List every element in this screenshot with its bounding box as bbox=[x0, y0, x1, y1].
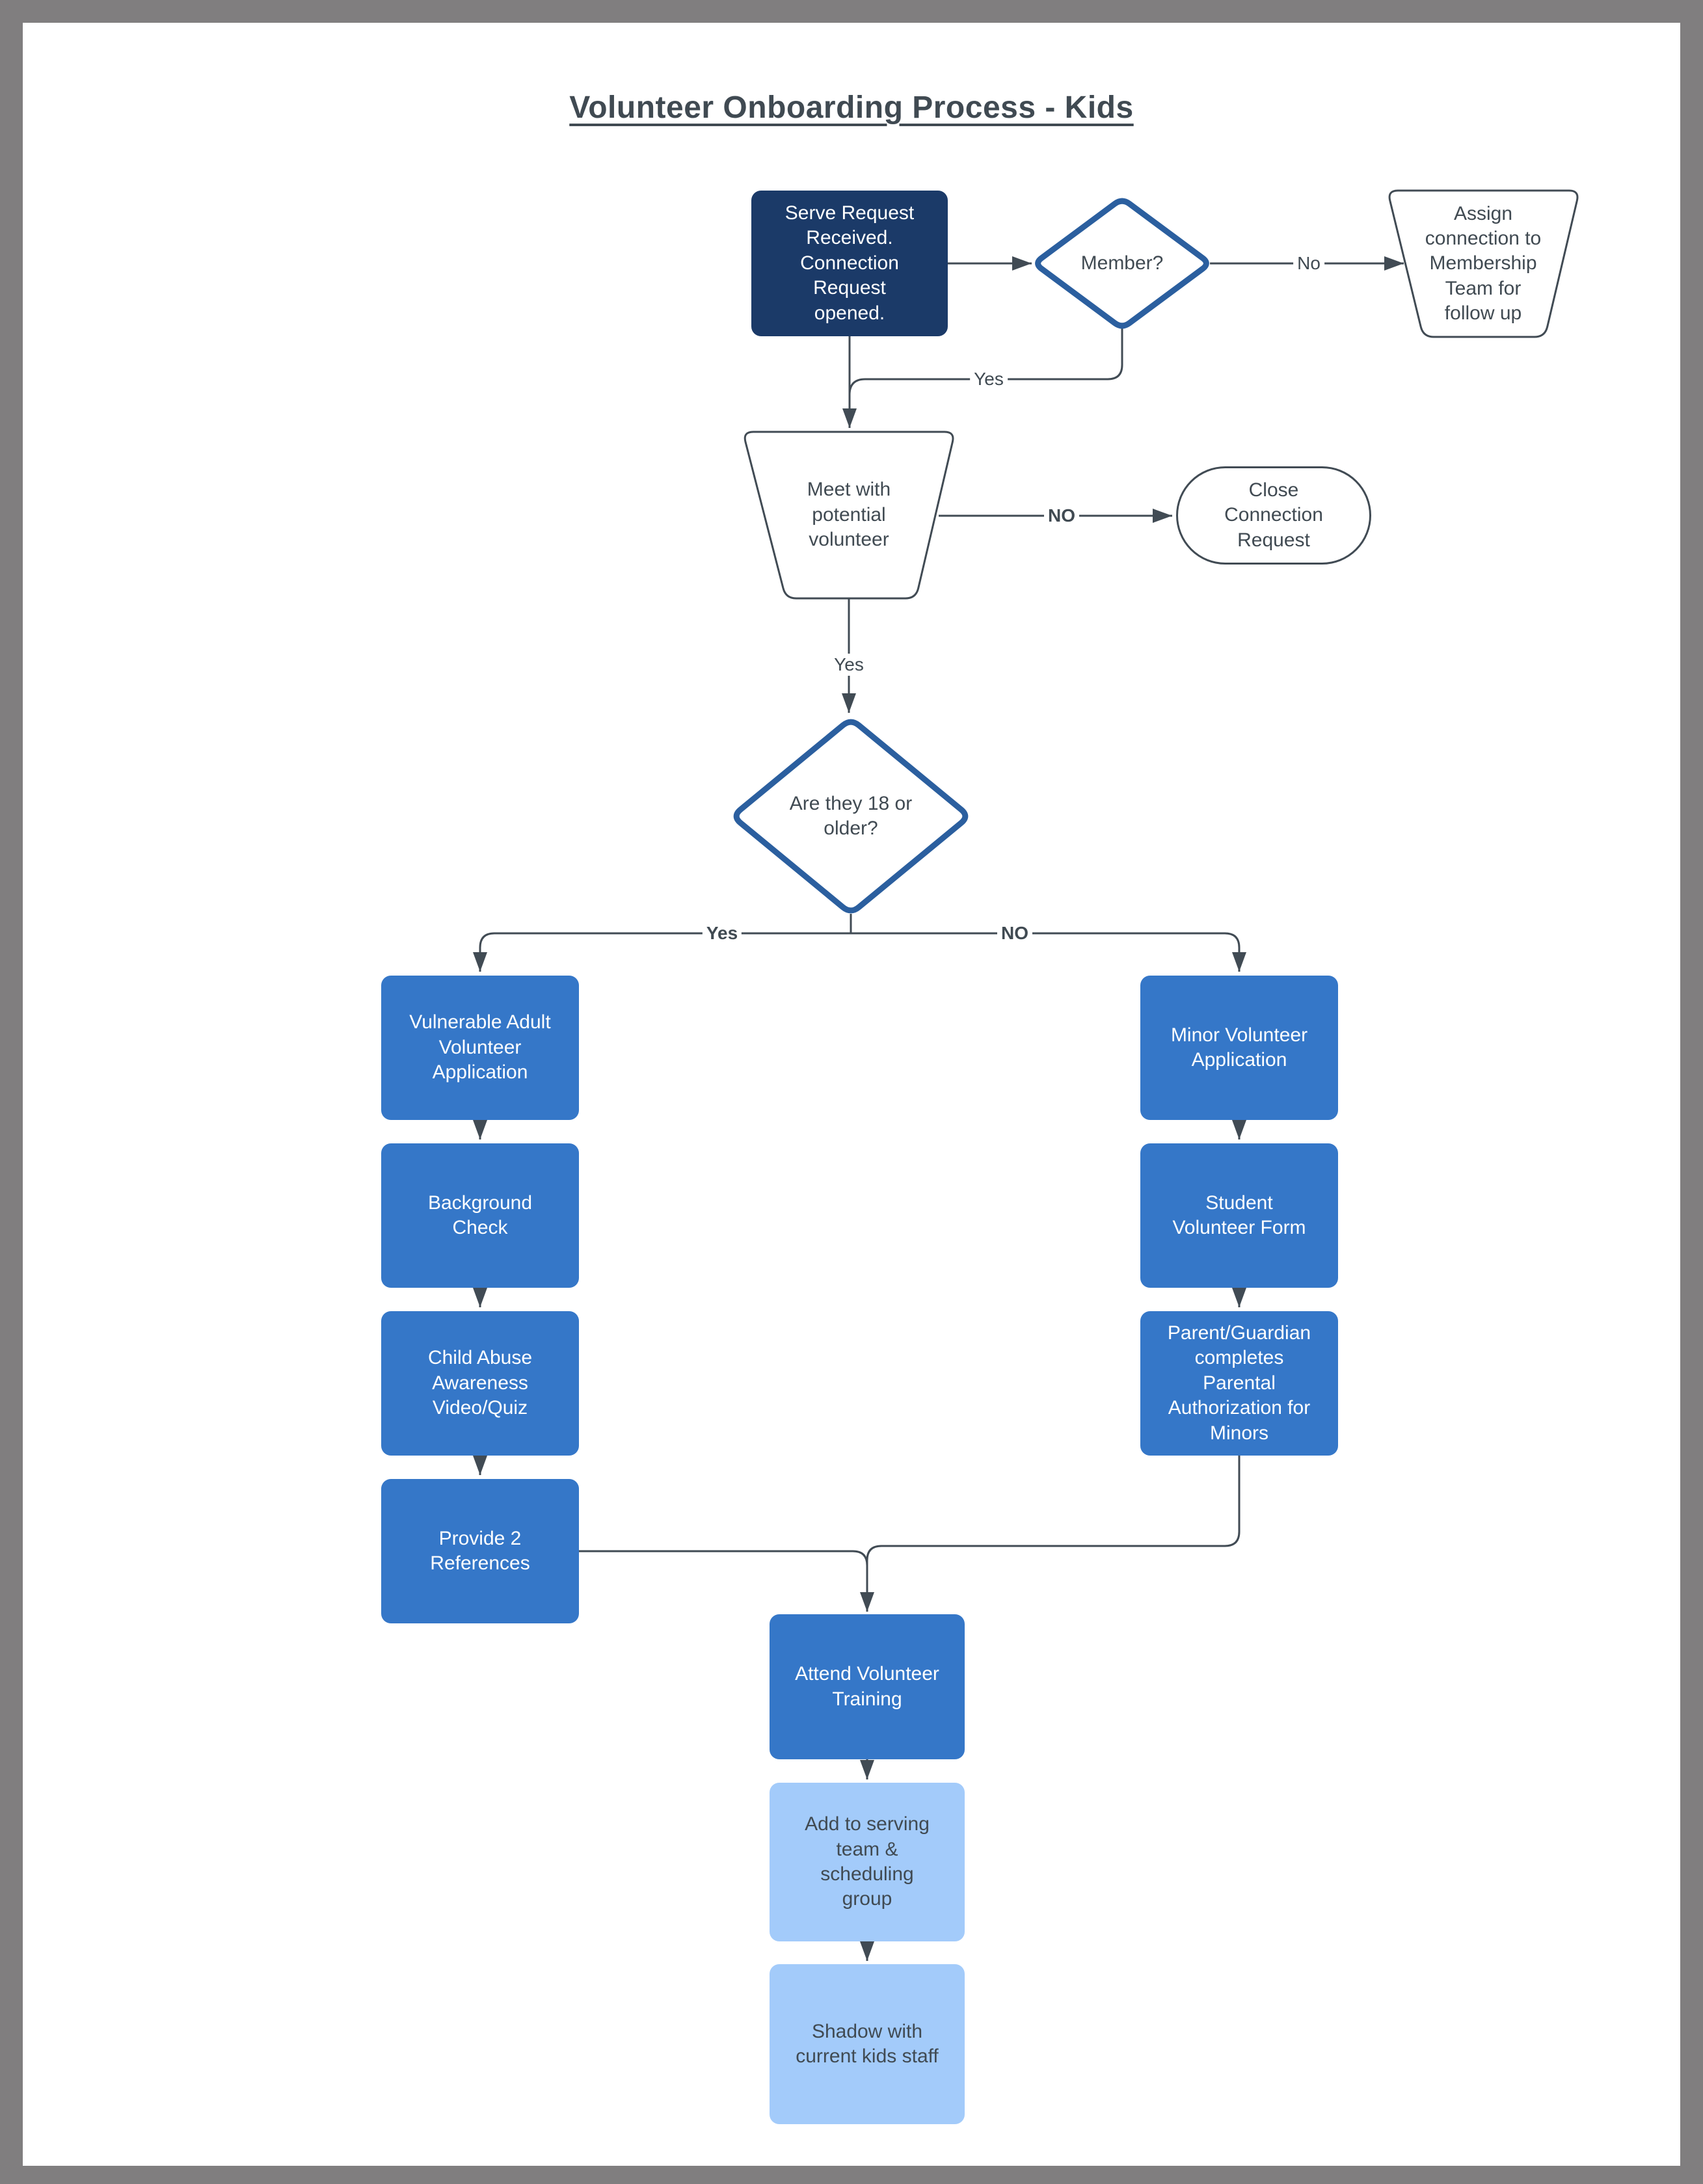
node-parental-authorization[interactable]: Parent/Guardian completes Parental Autho… bbox=[1140, 1311, 1338, 1456]
edge-age-yes-to-adult bbox=[473, 932, 851, 972]
edge-parental-to-merge bbox=[866, 1456, 1240, 1561]
node-background-check[interactable]: Background Check bbox=[381, 1143, 579, 1288]
node-training[interactable]: Attend Volunteer Training bbox=[770, 1614, 965, 1759]
node-close-request[interactable]: Close Connection Request bbox=[1176, 466, 1371, 565]
member-decision-diamond[interactable] bbox=[1035, 198, 1209, 329]
node-child-abuse-training[interactable]: Child Abuse Awareness Video/Quiz bbox=[381, 1311, 579, 1456]
node-minor-application[interactable]: Minor Volunteer Application bbox=[1140, 976, 1338, 1120]
node-adult-application[interactable]: Vulnerable Adult Volunteer Application bbox=[381, 976, 579, 1120]
edge-label-member-no: No bbox=[1293, 252, 1324, 274]
node-serve-request[interactable]: Serve Request Received. Connection Reque… bbox=[751, 191, 948, 336]
age-decision-diamond[interactable] bbox=[733, 719, 969, 914]
edge-references-to-merge bbox=[579, 1550, 868, 1566]
edge-member-yes-elbow bbox=[848, 328, 1123, 395]
edge-label-age-no: NO bbox=[997, 922, 1032, 944]
edge-label-meet-no: NO bbox=[1044, 505, 1079, 527]
edge-label-age-yes: Yes bbox=[702, 922, 742, 944]
node-references[interactable]: Provide 2 References bbox=[381, 1479, 579, 1623]
meet-volunteer-trapezoid[interactable] bbox=[744, 431, 954, 600]
edge-label-member-yes: Yes bbox=[970, 368, 1008, 390]
edge-age-no-to-minor bbox=[851, 932, 1246, 972]
assign-membership-trapezoid[interactable] bbox=[1388, 189, 1579, 338]
node-shadowing[interactable]: Shadow with current kids staff bbox=[770, 1964, 965, 2124]
node-student-form[interactable]: Student Volunteer Form bbox=[1140, 1143, 1338, 1288]
page-title: Volunteer Onboarding Process - Kids bbox=[569, 90, 1134, 125]
node-serving-team[interactable]: Add to serving team & scheduling group bbox=[770, 1783, 965, 1941]
edge-label-meet-yes: Yes bbox=[830, 654, 868, 676]
